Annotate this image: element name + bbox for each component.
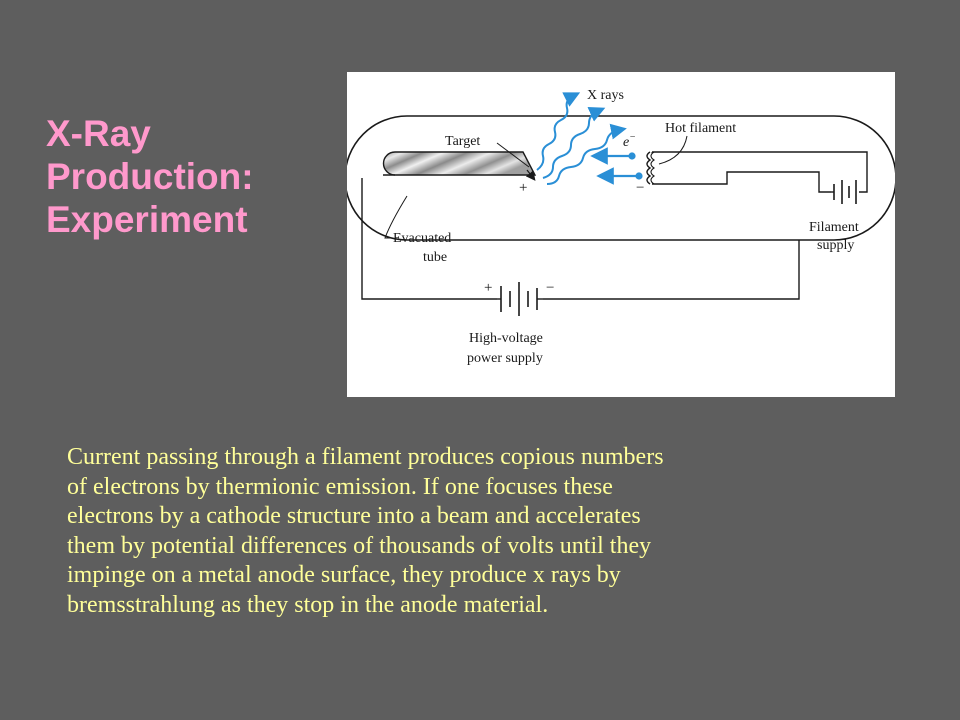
evacuated-tube-pointer (384, 195, 408, 239)
hv-wire-left (361, 174, 497, 300)
electron-dot-2 (635, 172, 643, 180)
filament-wire-bottom (652, 171, 831, 193)
title-line-3: Experiment (46, 199, 248, 240)
hv-plus-sign: + (484, 280, 492, 296)
body-line-3: electrons by a cathode structure into a … (67, 503, 641, 529)
hv-wire-right (543, 240, 800, 300)
filament-supply-label-1: Filament (809, 220, 859, 235)
target-anode (382, 151, 537, 176)
evacuated-label-2: tube (423, 250, 447, 265)
title-line-1: X-Ray (46, 113, 151, 154)
filament-wire-top (652, 151, 868, 193)
hv-minus-sign: − (546, 280, 554, 296)
target-pointer (496, 142, 530, 168)
hot-filament-label: Hot filament (665, 121, 736, 136)
electron-symbol: e− (623, 132, 636, 150)
hot-filament-pointer (658, 135, 688, 165)
anode-plus-sign: + (519, 180, 527, 196)
hv-battery (497, 282, 543, 316)
diagram-canvas: Target + X rays Hot filament e− − (347, 88, 895, 366)
electron-dot-1 (628, 152, 636, 160)
filament-coil-2 (650, 151, 655, 185)
xray-wave-2 (542, 106, 606, 179)
body-line-1: Current passing through a filament produ… (67, 444, 664, 470)
xray-wave-1 (536, 92, 581, 171)
body-line-5: impinge on a metal anode surface, they p… (67, 562, 621, 588)
filament-supply-label-2: supply (817, 238, 854, 253)
target-label: Target (445, 134, 480, 149)
xray-wave-3 (546, 123, 627, 185)
body-line-2: of electrons by thermionic emission. If … (67, 473, 613, 500)
body-line-4: them by potential differences of thousan… (67, 532, 652, 559)
cathode-minus-sign: − (636, 180, 644, 196)
title-line-2: Production: (46, 156, 254, 197)
slide-title: X-Ray Production: Experiment (46, 112, 326, 241)
filament-coil (646, 151, 652, 185)
xray-label: X rays (587, 88, 624, 103)
hv-supply-label-1: High-voltage (469, 331, 543, 346)
xray-tube-diagram: Target + X rays Hot filament e− − (347, 72, 895, 397)
body-line-6: bremsstrahlung as they stop in the anode… (67, 591, 549, 618)
hv-supply-label-2: power supply (467, 351, 543, 366)
target-edge-arrow (525, 169, 536, 181)
filament-battery (831, 180, 857, 204)
glass-tube (347, 115, 895, 241)
body-paragraph: Current passing through a filament produ… (67, 443, 887, 620)
evacuated-label-1: Evacuated (393, 231, 451, 246)
